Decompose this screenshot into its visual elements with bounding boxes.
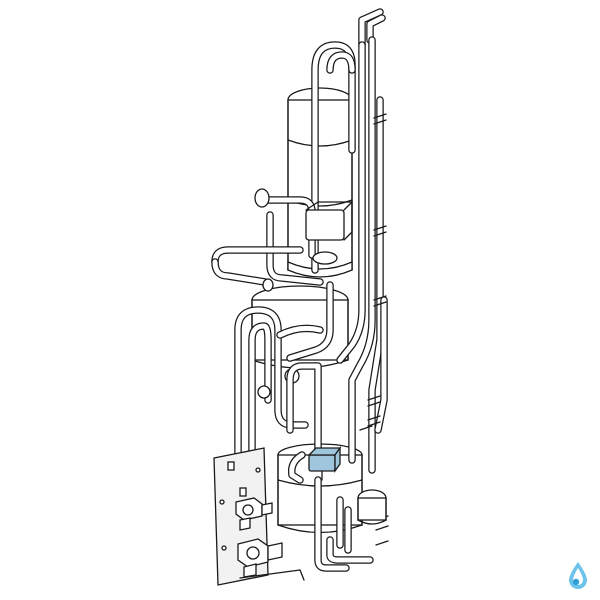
lower-right-bundle	[336, 489, 387, 554]
lower-service-valve	[237, 538, 305, 581]
riser-tubes	[336, 8, 388, 474]
pipe-network	[211, 41, 374, 572]
highlighted-valve	[307, 445, 342, 481]
upper-left-fitting	[254, 188, 274, 399]
water-drop-logo-icon	[569, 562, 587, 589]
upper-service-valve	[235, 497, 273, 531]
solenoid-coil	[305, 201, 353, 265]
